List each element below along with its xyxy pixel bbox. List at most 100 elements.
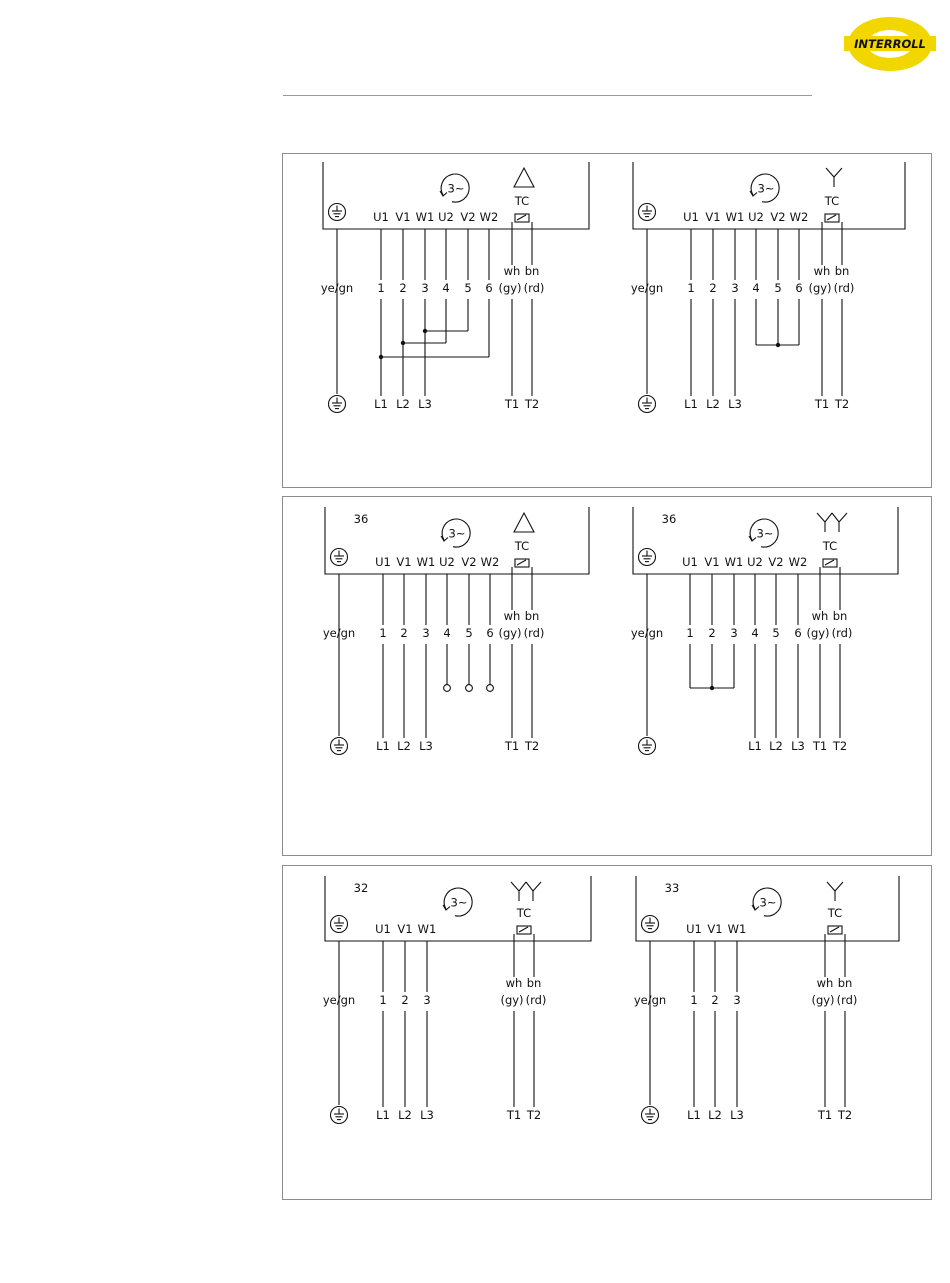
double-star-36-wire-number-5: 5 [772, 626, 779, 640]
double-star-36-earth-bottom [637, 736, 657, 756]
star-6-terminal-u1: U1 [683, 210, 699, 224]
delta-36-earth-top-circle [329, 547, 349, 567]
delta-36-wire-color-rd: (rd) [524, 626, 545, 640]
double-star-36-label-l1: L1 [748, 739, 762, 753]
delta-6-wire-number-6: 6 [485, 281, 492, 295]
double-star-32-wire-number-1: 1 [379, 993, 386, 1007]
double-star-36-housing [632, 507, 899, 575]
delta-6-earth-bottom [327, 394, 347, 414]
double-star-36-diagram-number: 36 [662, 512, 677, 526]
star-6-label-t2: T2 [834, 397, 849, 411]
delta-6-earth-top [327, 202, 347, 222]
double-star-36-wire-number-2: 2 [708, 626, 715, 640]
delta-36-terminal-v1: V1 [396, 555, 411, 569]
star-6-tc-switch-box [824, 213, 840, 223]
star-33-earth-bottom-circle [640, 1105, 660, 1125]
delta-6-terminal-u1: U1 [373, 210, 389, 224]
double-star-36-tc-switch-box [822, 558, 838, 568]
delta-6-tc-label: TC [514, 194, 529, 208]
delta-36-rotation-symbol-arrow [440, 535, 449, 542]
double-star-36-label-t1: T1 [812, 739, 827, 753]
delta-36-earth-bottom [329, 736, 349, 756]
double-star-32-tc-switch-icon [513, 925, 535, 941]
delta-6-wire-number-3: 3 [421, 281, 428, 295]
star-6-wire-color-gy: (gy) [808, 281, 831, 295]
delta-36-rotation-symbol-arc [441, 518, 471, 548]
delta-6-node-1 [378, 354, 384, 360]
double-star-36-rotation-symbol-arc [749, 518, 779, 548]
star-6-tc-blade [826, 214, 837, 221]
delta-6-wire-number-4: 4 [442, 281, 449, 295]
star-6-earth-label: ye/gn [631, 281, 663, 295]
double-star-36-tc-blade [824, 559, 835, 566]
star-33-terminal-u1: U1 [686, 922, 702, 936]
delta-36-open-end-4 [443, 684, 451, 692]
double-star-36-tc-switch-icon [819, 558, 841, 574]
delta-6-tc-switch-box [514, 213, 530, 223]
double-star-36-terminal-u2: U2 [747, 555, 763, 569]
delta-6-connection-symbol-triangle [513, 166, 535, 188]
star-6-wire-number-6: 6 [795, 281, 802, 295]
delta-36-wire-number-2: 2 [400, 626, 407, 640]
delta-6-label-l3: L3 [418, 397, 432, 411]
delta-36-tc-label: TC [514, 539, 529, 553]
star-33-earth-label: ye/gn [634, 993, 666, 1007]
star-6-label-l2: L2 [706, 397, 720, 411]
double-star-32-connection-symbol-y-right [525, 881, 542, 901]
double-star-36-wire-color-gy: (gy) [806, 626, 829, 640]
star-33-connection-symbol-y [826, 881, 844, 901]
double-star-32-wire-number-2: 2 [401, 993, 408, 1007]
double-star-32-tc-blade [518, 926, 529, 933]
delta-36-wire-number-4: 4 [443, 626, 450, 640]
double-star-36-earth-bottom-circle [637, 736, 657, 756]
delta-36-label-l3: L3 [419, 739, 433, 753]
star-6-wire-color-wh: wh [814, 264, 831, 278]
double-star-32-terminal-u1: U1 [375, 922, 391, 936]
double-star-36-connection-symbol-y-right [831, 512, 848, 532]
delta-6-label-l1: L1 [374, 397, 388, 411]
star-33-label-l2: L2 [708, 1108, 722, 1122]
star-33-tc-label: TC [827, 906, 842, 920]
delta-36-wire-number-3: 3 [422, 626, 429, 640]
delta-36-terminal-w2: W2 [481, 555, 500, 569]
delta-36-tc-switch-box [514, 558, 530, 568]
double-star-32-diagram-number: 32 [354, 881, 369, 895]
delta-36-label-t1: T1 [504, 739, 519, 753]
double-star-36-label-l3: L3 [791, 739, 805, 753]
star-33-wire-number-3: 3 [733, 993, 740, 1007]
delta-36-open-end-6 [486, 684, 494, 692]
delta-6-terminal-w1: W1 [416, 210, 435, 224]
double-star-32-wire-color-bn: bn [527, 976, 542, 990]
double-star-36-wire-color-rd: (rd) [832, 626, 853, 640]
star-6-rotation-symbol: 3~ [749, 173, 780, 203]
double-star-32-connection-symbol [510, 881, 542, 901]
star-6-tc-label: TC [824, 194, 839, 208]
double-star-36-terminal-u1: U1 [682, 555, 698, 569]
delta-36-connection-symbol-triangle [513, 511, 535, 533]
interroll-logo: INTERROLL [844, 17, 936, 71]
delta-6-label-t2: T2 [524, 397, 539, 411]
star-6-rotation-symbol-label: 3~ [758, 182, 775, 196]
logo-text: INTERROLL [854, 37, 926, 51]
delta-6-terminal-u2: U2 [438, 210, 454, 224]
star-6-terminal-v2: V2 [770, 210, 785, 224]
delta-6-terminal-w2: W2 [480, 210, 499, 224]
double-star-36-earth-top-circle [637, 547, 657, 567]
star-33-connection-symbol [826, 881, 844, 901]
delta-6-terminal-v2: V2 [460, 210, 475, 224]
star-6-wire-number-4: 4 [752, 281, 759, 295]
double-star-32-earth-top [329, 914, 349, 934]
double-star-32-terminal-v1: V1 [397, 922, 412, 936]
delta-36-tc-switch-icon [511, 558, 533, 574]
delta-36-wire-number-6: 6 [486, 626, 493, 640]
double-star-32-housing [324, 876, 592, 942]
double-star-32-terminal-w1: W1 [418, 922, 437, 936]
double-star-36-wire-number-6: 6 [794, 626, 801, 640]
delta-36-terminal-v2: V2 [461, 555, 476, 569]
star-33-tc-switch-icon [824, 925, 846, 941]
